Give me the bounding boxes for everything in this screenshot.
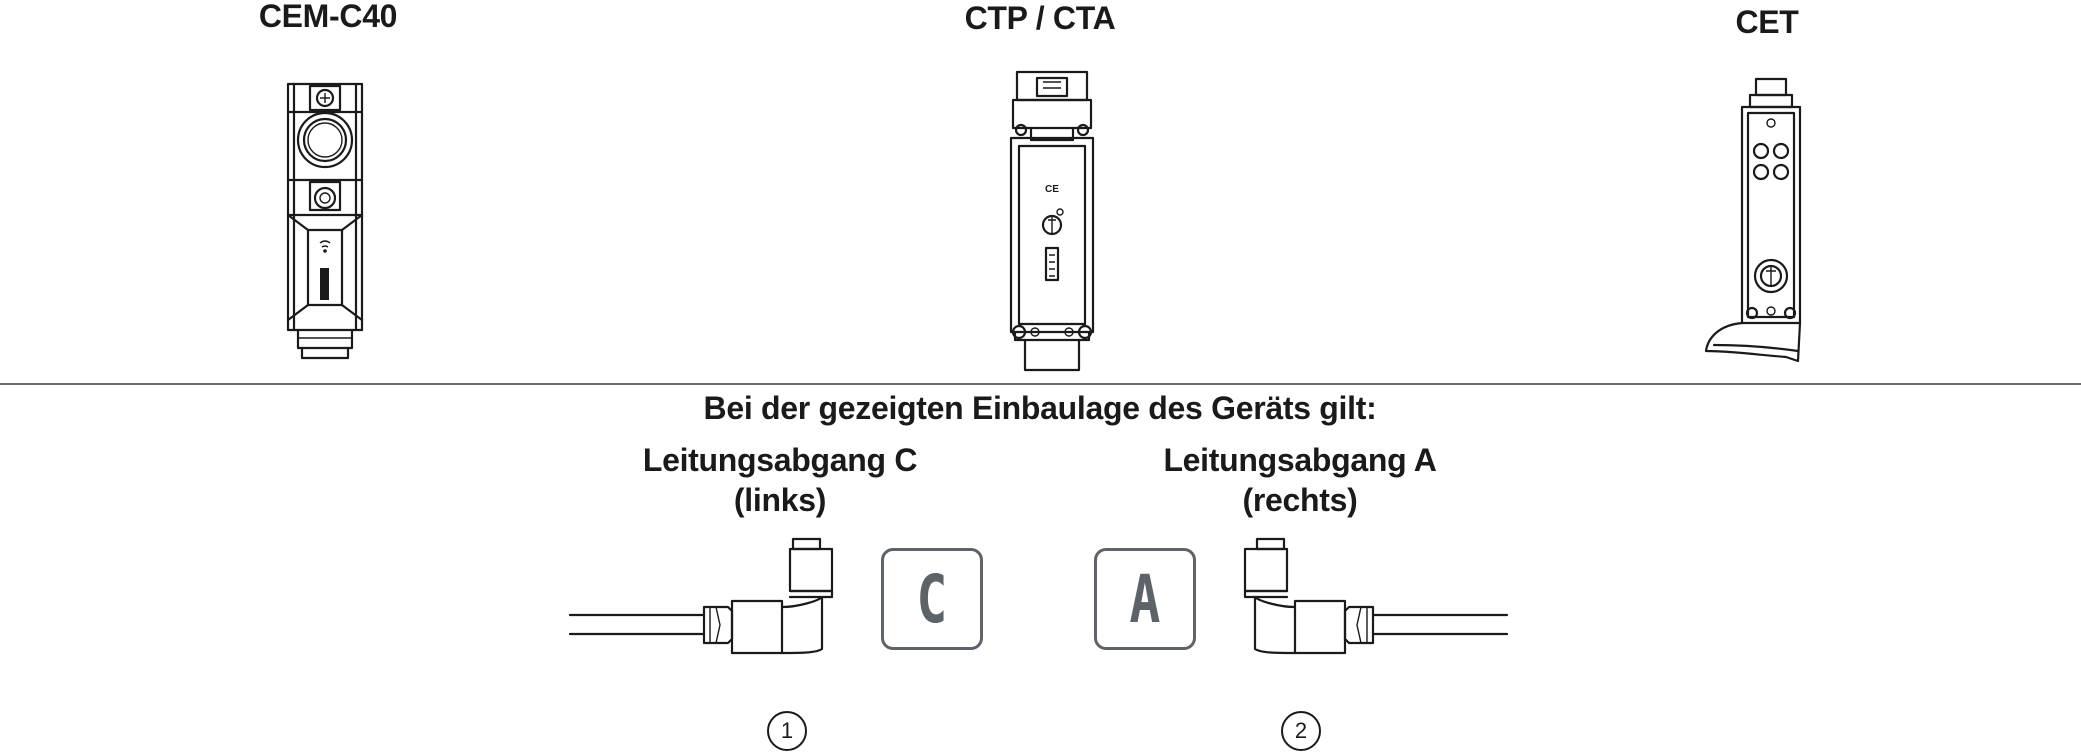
cable-connector-right — [1243, 537, 1509, 655]
mounting-note: Bei der gezeigten Einbaulage des Geräts … — [703, 390, 1377, 426]
ctp-cta-device-drawing: CE — [1009, 70, 1095, 372]
badge-a: A — [1094, 548, 1196, 650]
device-title-ctp-cta: CTP / CTA — [964, 0, 1116, 36]
callout-number-1: 1 — [767, 711, 807, 751]
outlet-a-title: Leitungsabgang A — [1163, 442, 1437, 478]
cable-connector-left — [568, 537, 834, 655]
cem-c40-device-drawing — [286, 82, 364, 360]
outlet-c-title: Leitungsabgang C — [642, 442, 918, 478]
badge-c: C — [881, 548, 983, 650]
device-title-cem-c40: CEM-C40 — [258, 0, 398, 34]
outlet-a-subtitle: (rechts) — [1242, 482, 1358, 518]
badge-c-letter: C — [916, 560, 948, 638]
callout-number-2: 2 — [1281, 711, 1321, 751]
outlet-c-subtitle: (links) — [733, 482, 827, 518]
badge-a-letter: A — [1129, 560, 1161, 638]
svg-text:CE: CE — [1045, 184, 1059, 195]
device-title-cet: CET — [1735, 4, 1799, 40]
section-divider — [0, 383, 2081, 385]
cet-device-drawing — [1704, 77, 1802, 363]
